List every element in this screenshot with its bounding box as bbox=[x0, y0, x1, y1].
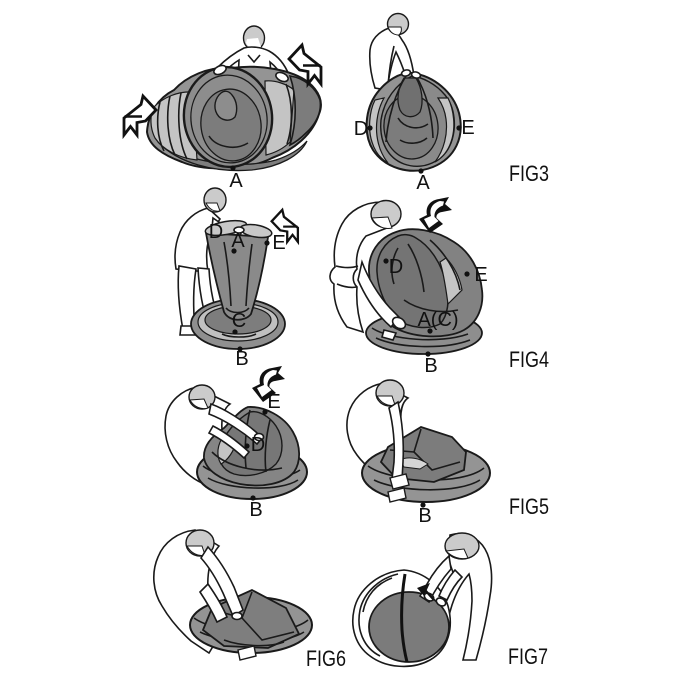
svg-text:A: A bbox=[231, 230, 245, 252]
svg-text:B: B bbox=[424, 355, 437, 377]
svg-text:FIG7: FIG7 bbox=[508, 644, 548, 669]
svg-text:FIG4: FIG4 bbox=[509, 347, 549, 372]
svg-text:E: E bbox=[272, 232, 285, 254]
svg-text:E: E bbox=[461, 117, 474, 139]
svg-text:A: A bbox=[416, 172, 430, 194]
svg-text:C: C bbox=[232, 310, 246, 332]
svg-text:B: B bbox=[418, 505, 431, 527]
svg-text:B: B bbox=[235, 348, 248, 370]
svg-text:FIG5: FIG5 bbox=[509, 494, 549, 519]
svg-text:B: B bbox=[249, 499, 262, 521]
svg-text:D: D bbox=[354, 118, 368, 140]
svg-text:D: D bbox=[389, 256, 403, 278]
svg-text:D: D bbox=[251, 434, 265, 456]
svg-text:A: A bbox=[229, 170, 243, 192]
svg-text:A(C): A(C) bbox=[417, 309, 458, 331]
svg-text:FIG3: FIG3 bbox=[509, 161, 549, 186]
svg-text:FIG6: FIG6 bbox=[306, 646, 346, 671]
svg-text:D: D bbox=[209, 221, 223, 243]
svg-text:E: E bbox=[267, 391, 280, 413]
svg-text:E: E bbox=[474, 264, 487, 286]
